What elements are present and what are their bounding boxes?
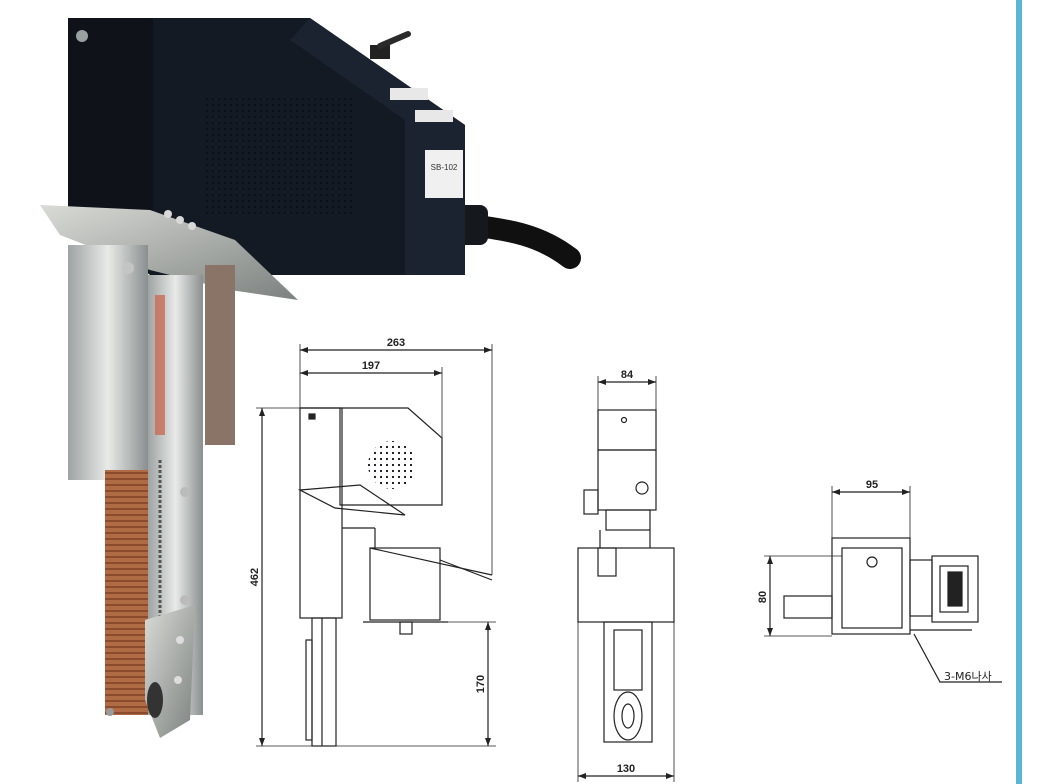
label-panel xyxy=(425,150,463,198)
mount-screw-icon xyxy=(76,30,88,42)
dim-top-depth: 80 xyxy=(757,591,769,603)
dim-side-top-width: 84 xyxy=(621,369,634,381)
roller-arm xyxy=(145,605,195,738)
dim-upper-width: 197 xyxy=(362,360,380,372)
bottom-roller xyxy=(147,682,163,718)
vent-grille xyxy=(205,95,355,215)
dim-lower-height: 170 xyxy=(475,675,487,693)
vent-grille-symbol xyxy=(368,441,416,489)
left-side-plate xyxy=(68,245,148,480)
screw-note: 3-M6나사 xyxy=(944,670,992,683)
front-view-drawing xyxy=(256,344,496,747)
dim-top-width: 95 xyxy=(866,479,878,491)
product-photo: SB-102 xyxy=(40,18,581,738)
top-view-drawing xyxy=(764,486,1002,683)
screw-leader-line xyxy=(913,633,1002,683)
side-roller xyxy=(613,691,643,741)
side-view-drawing xyxy=(577,376,675,782)
right-accent-border xyxy=(1016,0,1022,784)
dim-height: 462 xyxy=(249,568,261,586)
dim-overall-width: 263 xyxy=(387,337,405,349)
toggle-switch-icon xyxy=(377,31,411,49)
dim-side-bottom-width: 130 xyxy=(617,763,635,775)
label-panel-text: SB-102 xyxy=(431,163,458,172)
